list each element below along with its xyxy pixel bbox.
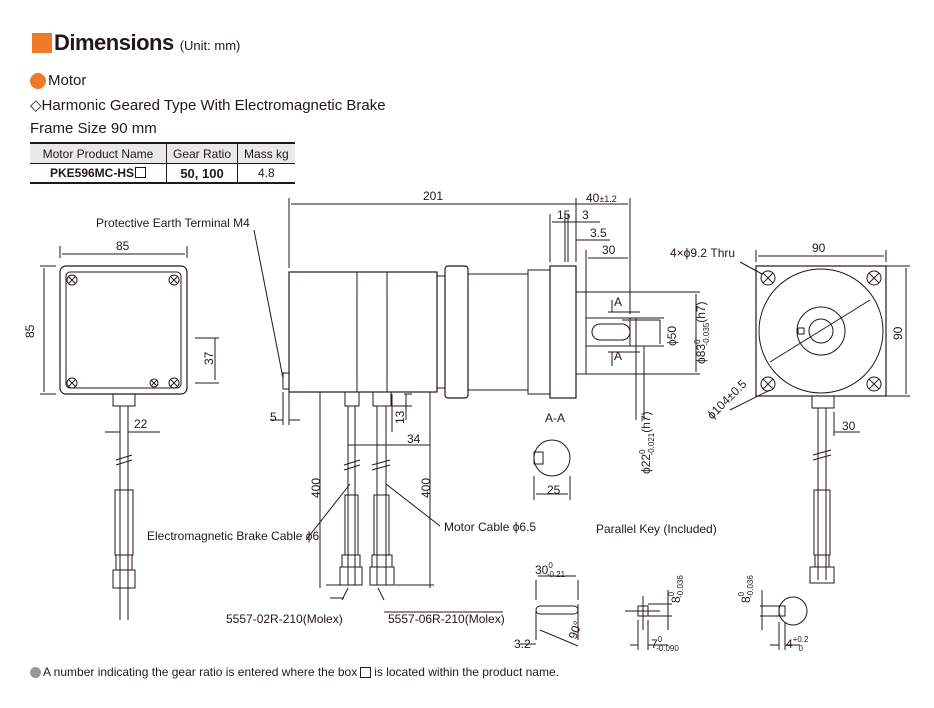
unit-label: (Unit: mm) xyxy=(179,38,241,53)
category-heading: Motor xyxy=(30,72,86,89)
dim-d50: ϕ50 xyxy=(665,326,679,346)
dim-pcd: ϕ104±0.5 xyxy=(704,377,749,422)
dim-30: 30 xyxy=(602,243,616,257)
dim-3: 3 xyxy=(582,208,589,222)
dim-3-5: 3.5 xyxy=(590,226,607,240)
orange-square-icon xyxy=(32,33,52,53)
product-name: PKE596MC-HS xyxy=(49,166,135,180)
dim-right-90h: 90 xyxy=(891,326,905,340)
cell-mass: 4.8 xyxy=(237,163,295,184)
section-a-top: A xyxy=(614,295,622,309)
holes-label: 4×ϕ9.2 Thru xyxy=(670,246,735,260)
connector-brake-label: 5557-02R-210(Molex) xyxy=(226,612,343,626)
dim-13: 13 xyxy=(393,410,407,424)
footnote-text-2: is located within the product name. xyxy=(374,665,559,679)
dim-left-width: 85 xyxy=(116,239,130,253)
table-header-row: Motor Product Name Gear Ratio Mass kg xyxy=(30,142,295,164)
dim-15: 15 xyxy=(557,208,571,222)
side-view xyxy=(270,198,700,588)
pe-terminal-label: Protective Earth Terminal M4 xyxy=(96,216,250,230)
dim-keyway-w: 80-0.036 xyxy=(737,575,755,603)
footnote: A number indicating the gear ratio is en… xyxy=(30,665,559,679)
parallel-key-label: Parallel Key (Included) xyxy=(596,522,717,536)
col-product: Motor Product Name xyxy=(30,142,167,164)
cell-product: PKE596MC-HS xyxy=(30,163,167,184)
section-aa xyxy=(533,439,571,500)
dim-25: 25 xyxy=(547,483,561,497)
section-header: Dimensions (Unit: mm) xyxy=(32,30,241,55)
col-gear: Gear Ratio xyxy=(165,142,238,164)
dim-left-37: 37 xyxy=(202,351,216,365)
box-placeholder-icon xyxy=(135,167,147,178)
dim-key-3-2: 3.2 xyxy=(514,637,531,651)
dim-overall: 201 xyxy=(423,189,443,203)
dim-angle: 90° xyxy=(566,619,585,641)
dim-left-22: 22 xyxy=(134,417,148,431)
frame-heading: Frame Size 90 mm xyxy=(30,120,157,137)
orange-dot-icon xyxy=(30,72,46,89)
dim-flange-40: 40±1.2 xyxy=(586,191,617,205)
parallel-key xyxy=(520,575,808,650)
page-title: Dimensions xyxy=(54,30,174,55)
dim-right-30: 30 xyxy=(842,419,856,433)
brake-cable-label: Electromagnetic Brake Cable ϕ6 xyxy=(147,529,319,543)
dim-key-w: 80-0.036 xyxy=(667,575,685,603)
dim-d22: ϕ220-0.021(h7) xyxy=(638,411,656,474)
gray-dot-icon xyxy=(30,666,41,678)
section-aa-label: A-A xyxy=(545,411,565,425)
dim-400-brake: 400 xyxy=(309,478,323,498)
dim-right-90w: 90 xyxy=(812,241,826,255)
rear-view xyxy=(40,246,219,620)
dim-left-height: 85 xyxy=(23,324,37,338)
dim-400-motor: 400 xyxy=(419,478,433,498)
motor-cable-label: Motor Cable ϕ6.5 xyxy=(444,520,536,534)
dim-5: 5 xyxy=(270,410,277,424)
category-label: Motor xyxy=(48,72,87,89)
type-heading: ◇Harmonic Geared Type With Electromagnet… xyxy=(30,97,386,114)
connector-motor-label: 5557-06R-210(Molex) xyxy=(388,612,505,626)
box-placeholder-icon xyxy=(360,666,372,678)
dim-d83: ϕ830-0.035(h7) xyxy=(693,301,711,364)
section-a-bottom: A xyxy=(614,349,622,363)
dim-34: 34 xyxy=(407,432,421,446)
dim-key-len: 300-0.21 xyxy=(535,561,566,579)
table-row: PKE596MC-HS 50, 100 4.8 xyxy=(30,163,295,184)
dim-key-h: 70-0.090 xyxy=(651,635,679,653)
spec-table: Motor Product Name Gear Ratio Mass kg PK… xyxy=(30,142,295,184)
cell-gear: 50, 100 xyxy=(165,163,238,184)
col-mass: Mass kg xyxy=(237,142,295,164)
front-view xyxy=(755,250,910,584)
footnote-text-1: A number indicating the gear ratio is en… xyxy=(43,665,358,679)
